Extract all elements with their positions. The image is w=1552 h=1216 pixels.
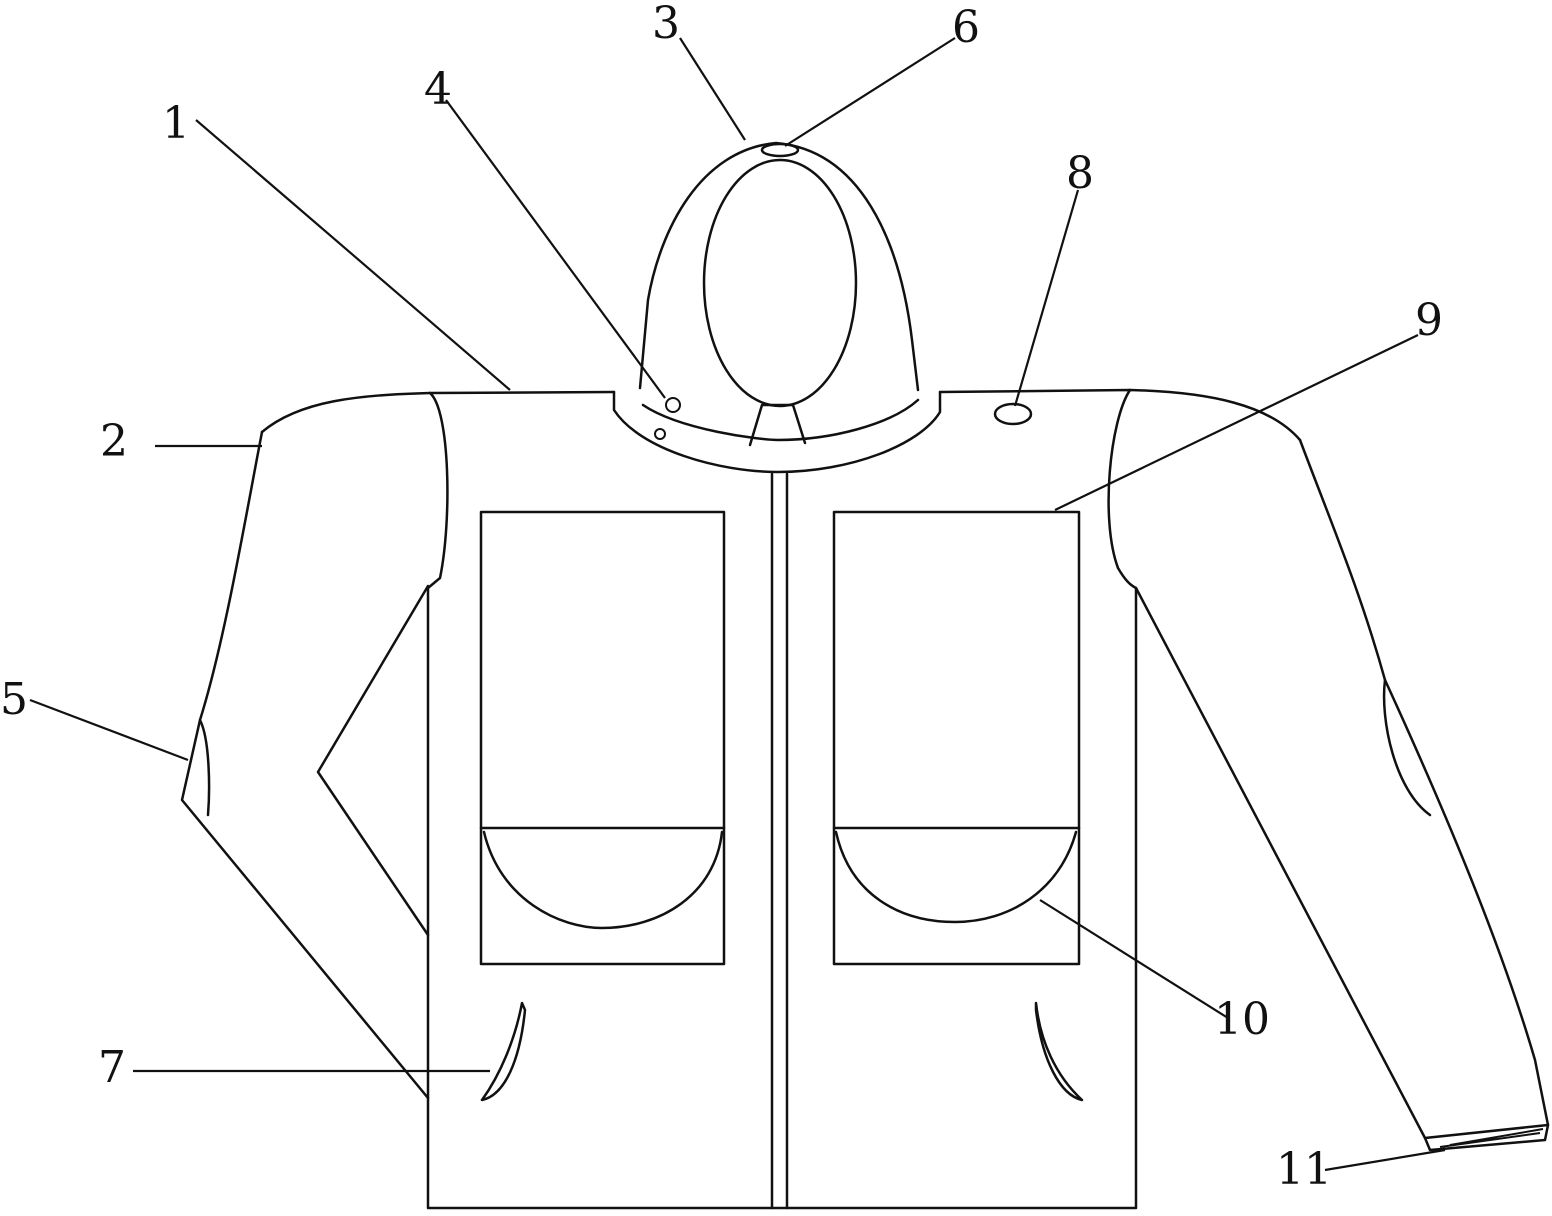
hood-outer <box>638 141 920 392</box>
label-9: 9 <box>1415 295 1443 346</box>
hood-vent <box>760 142 800 158</box>
right-cuff <box>1423 1123 1550 1152</box>
label-6: 6 <box>952 2 980 53</box>
chin-strap <box>748 403 807 447</box>
left-chest-pocket <box>479 510 726 966</box>
right-sleeve <box>1107 388 1550 1140</box>
right-hand-pocket <box>1034 1001 1084 1102</box>
leader-1 <box>195 119 511 391</box>
left-pocket-flap <box>482 830 724 930</box>
label-8: 8 <box>1066 148 1094 199</box>
collar-inner <box>641 398 920 442</box>
right-cuff-hatch <box>1439 1128 1544 1148</box>
leader-11 <box>1324 1148 1446 1172</box>
label-10: 10 <box>1214 994 1270 1045</box>
left-hand-pocket <box>480 1001 527 1102</box>
right-pocket-flap <box>834 830 1078 924</box>
label-3: 3 <box>652 0 680 49</box>
shoulder-badge <box>993 402 1033 426</box>
label-1: 1 <box>162 98 190 149</box>
left-elbow-patch <box>198 718 211 817</box>
label-2: 2 <box>100 416 128 467</box>
shoulder-line <box>260 388 1302 442</box>
leader-5 <box>29 698 189 762</box>
jacket-body <box>426 586 1138 1210</box>
label-4: 4 <box>424 64 452 115</box>
leader-3 <box>679 37 746 141</box>
leader-9 <box>1054 334 1419 511</box>
leader-4 <box>445 99 666 399</box>
face-opening <box>702 158 858 408</box>
leader-8 <box>1013 189 1080 407</box>
hood-button-upper <box>665 397 681 413</box>
label-11: 11 <box>1276 1144 1332 1195</box>
hood-button-lower <box>654 428 666 440</box>
leader-10 <box>1039 899 1229 1019</box>
leader-6 <box>784 37 956 147</box>
label-7: 7 <box>98 1042 126 1093</box>
label-5: 5 <box>0 674 28 725</box>
right-chest-pocket <box>832 510 1081 966</box>
right-elbow-patch <box>1382 678 1432 817</box>
left-sleeve <box>180 391 449 1100</box>
collar <box>612 390 942 474</box>
